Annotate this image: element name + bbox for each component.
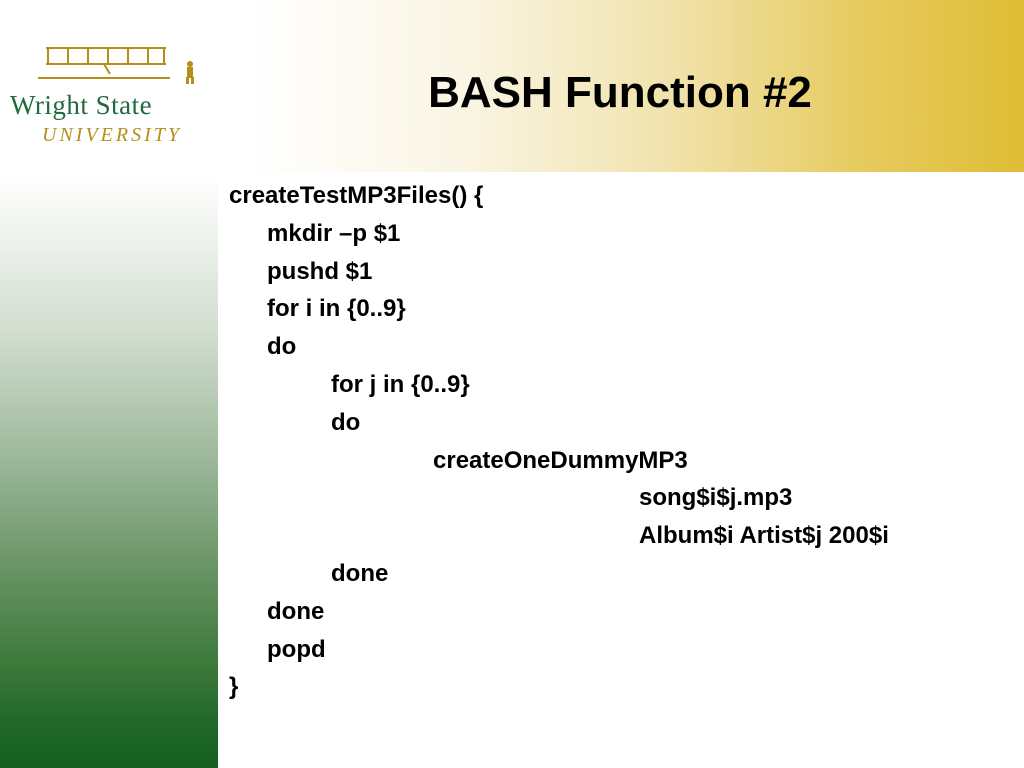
wright-flyer-icon	[38, 47, 194, 84]
code-line: done	[331, 559, 389, 587]
code-line: Album$i Artist$j 200$i	[639, 522, 889, 550]
logo-wordmark: Wright State	[10, 90, 153, 120]
side-band	[0, 172, 218, 768]
code-line: }	[229, 673, 239, 701]
code-line: do	[331, 408, 361, 436]
code-line: popd	[267, 635, 326, 663]
code-line: song$i$j.mp3	[639, 484, 793, 512]
slide-title: BASH Function #2	[428, 68, 812, 117]
code-line: for j in {0..9}	[331, 370, 470, 398]
code-line: mkdir –p $1	[267, 219, 401, 247]
code-line: createOneDummyMP3	[433, 446, 688, 474]
code-line: pushd $1	[267, 257, 373, 285]
header-band	[0, 0, 1024, 172]
code-line: createTestMP3Files() {	[229, 182, 484, 209]
university-logo: Wright State UNIVERSITY	[8, 40, 222, 152]
code-line: do	[267, 333, 297, 361]
code-block: createTestMP3Files() { mkdir –p $1 pushd $…	[229, 177, 1019, 706]
code-line: done	[267, 597, 325, 625]
code-line: for i in {0..9}	[267, 295, 406, 323]
logo-subtitle: UNIVERSITY	[42, 124, 182, 146]
